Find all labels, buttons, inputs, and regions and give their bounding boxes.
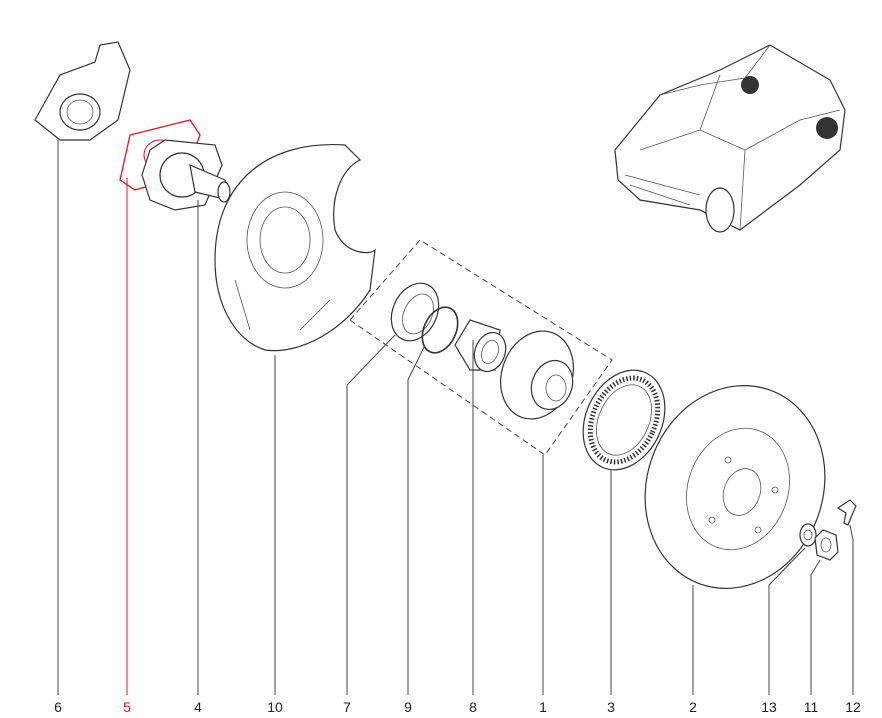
part-12-bolt[interactable] xyxy=(836,499,857,526)
part-4-axle-stub[interactable] xyxy=(141,139,231,211)
callout-10[interactable]: 10 xyxy=(267,699,283,715)
callout-6[interactable]: 6 xyxy=(54,699,62,715)
part-10-brake-shield[interactable] xyxy=(214,143,376,352)
callout-3[interactable]: 3 xyxy=(607,699,615,715)
callout-9[interactable]: 9 xyxy=(404,699,412,715)
callout-4[interactable]: 4 xyxy=(194,699,202,715)
part-8-bearing[interactable] xyxy=(454,319,511,376)
part-9-circlip[interactable] xyxy=(415,301,464,358)
callout-13[interactable]: 13 xyxy=(761,699,777,715)
part-11-nut[interactable] xyxy=(814,529,839,561)
part-2-brake-disc[interactable] xyxy=(617,360,853,614)
part-3-abs-ring[interactable] xyxy=(568,357,681,483)
part-7-seal[interactable] xyxy=(382,276,447,349)
car-location-thumbnail xyxy=(614,44,846,233)
callout-5-selected[interactable]: 5 xyxy=(123,699,131,715)
part-1-hub[interactable] xyxy=(489,321,586,430)
callout-2[interactable]: 2 xyxy=(689,699,697,715)
part-6-knuckle[interactable] xyxy=(34,41,131,141)
kit-outline xyxy=(349,239,613,456)
callout-11[interactable]: 11 xyxy=(804,699,819,715)
leader-lines xyxy=(57,140,854,695)
callout-1[interactable]: 1 xyxy=(539,699,547,715)
callout-12[interactable]: 12 xyxy=(845,699,861,715)
part-13-washer[interactable] xyxy=(799,523,817,547)
callout-7[interactable]: 7 xyxy=(343,699,351,715)
callout-8[interactable]: 8 xyxy=(469,699,477,715)
